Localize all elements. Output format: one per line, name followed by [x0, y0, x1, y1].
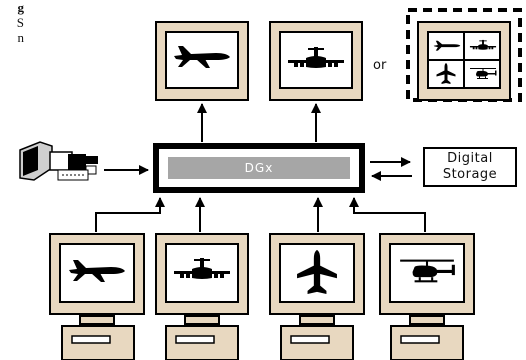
digital-storage-label: Digital Storage: [425, 151, 515, 183]
dgx-label: DGx: [244, 161, 274, 175]
top-display-1: [155, 21, 249, 101]
workstation-1: [49, 233, 145, 360]
top-display-2: [269, 21, 363, 101]
left-text-line-1: g: [17, 0, 25, 15]
digital-storage-line-2: Storage: [442, 167, 498, 182]
workstation-4: [379, 233, 475, 360]
or-label: or: [373, 58, 387, 73]
left-text-line-2: S: [16, 15, 24, 30]
quad-display-dashed-box: [406, 8, 522, 102]
digital-storage-line-1: Digital: [447, 151, 493, 166]
left-clipped-text: g S n: [0, 0, 24, 45]
digital-storage-box: [423, 147, 517, 187]
arrow-ws4-to-dgx: [349, 197, 426, 232]
computer-workstation-icon: [19, 141, 98, 181]
workstation-3: [269, 233, 365, 360]
arrow-ws1-to-dgx: [95, 197, 165, 232]
dgx-bar: [168, 157, 350, 179]
workstation-2: [155, 233, 249, 360]
dgx-box: [153, 143, 365, 193]
left-text-line-3: n: [17, 30, 25, 45]
